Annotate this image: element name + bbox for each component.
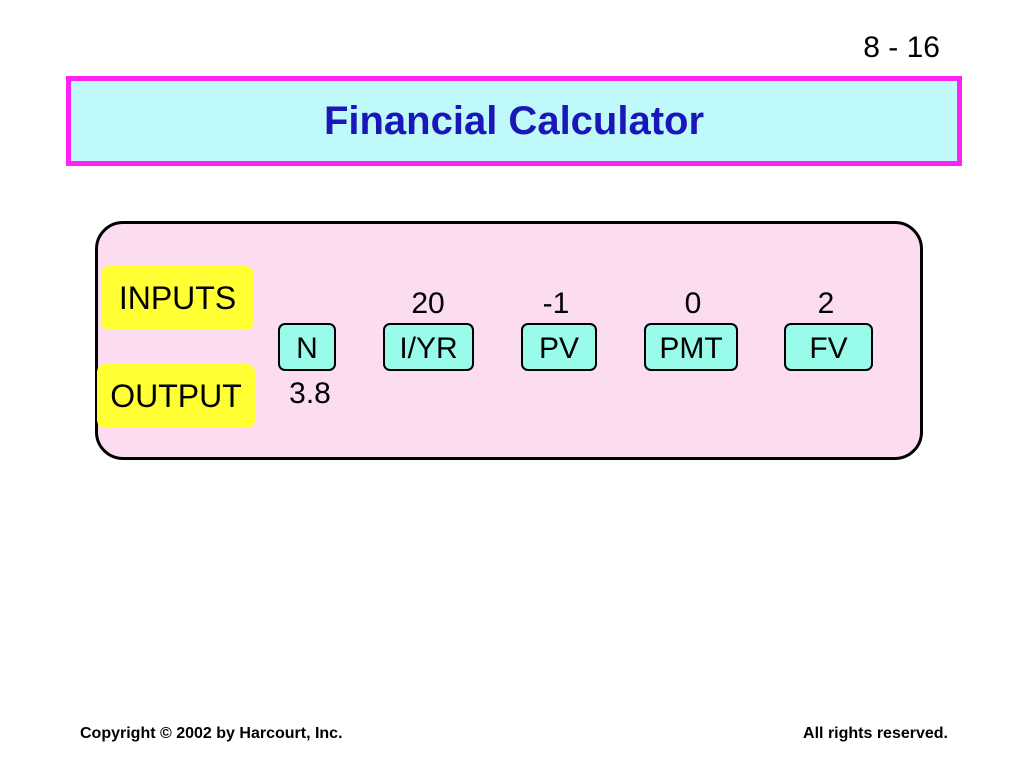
output-value-n: 3.8: [289, 377, 331, 410]
key-fv[interactable]: FV: [784, 323, 873, 371]
copyright-text: Copyright © 2002 by Harcourt, Inc.: [80, 725, 343, 742]
input-value-fv: 2: [817, 287, 835, 320]
input-value-pmt: 0: [684, 287, 702, 320]
key-pv[interactable]: PV: [521, 323, 597, 371]
key-n[interactable]: N: [278, 323, 336, 371]
key-pmt[interactable]: PMT: [644, 323, 738, 371]
title-banner: Financial Calculator: [66, 76, 962, 166]
inputs-label: INPUTS: [101, 266, 254, 330]
input-value-pv: -1: [542, 287, 570, 320]
key-i-yr[interactable]: I/YR: [383, 323, 474, 371]
slide-number: 8 - 16: [863, 31, 940, 64]
output-label: OUTPUT: [97, 364, 255, 428]
slide-title: Financial Calculator: [323, 98, 705, 143]
input-value-i-yr: 20: [411, 287, 445, 320]
rights-text: All rights reserved.: [803, 725, 948, 742]
